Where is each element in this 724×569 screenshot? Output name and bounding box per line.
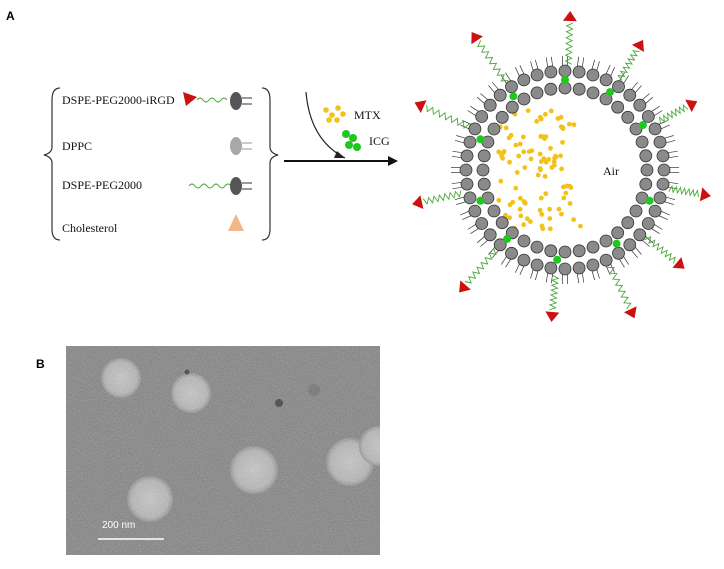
cholesterol-icon [228, 214, 244, 231]
mtx-cargo [496, 108, 583, 232]
component-label-dppc: DPPC [62, 139, 92, 153]
microbubble [412, 11, 711, 322]
component-label-cholesterol: Cholesterol [62, 221, 118, 235]
scale-bar-label: 200 nm [102, 520, 136, 531]
air-label: Air [603, 164, 619, 178]
lipid-shell [451, 56, 679, 284]
dspe-peg-icon [188, 177, 252, 195]
component-label-irgd: DSPE-PEG2000-iRGD [62, 93, 175, 107]
icg-label: ICG [369, 134, 390, 148]
icg-icon [342, 130, 361, 151]
panel-label-a: A [6, 9, 15, 23]
assembly-arrow-head [388, 156, 398, 166]
mtx-label: MTX [354, 108, 381, 122]
dppc-icon [230, 137, 252, 155]
left-brace [43, 87, 61, 241]
irgd-ligands [412, 11, 711, 322]
right-brace [261, 87, 279, 241]
component-label-dspe-peg: DSPE-PEG2000 [62, 178, 142, 192]
mtx-icon [323, 105, 346, 123]
dspe-peg-irgd-icon [183, 92, 252, 110]
tem-micrograph: 200 nm [66, 346, 380, 555]
icg-cargo [476, 76, 654, 264]
curved-arrow [305, 91, 346, 159]
curved-arrow-head [334, 151, 345, 158]
tem-image [66, 346, 380, 555]
panel-label-b: B [36, 357, 45, 371]
